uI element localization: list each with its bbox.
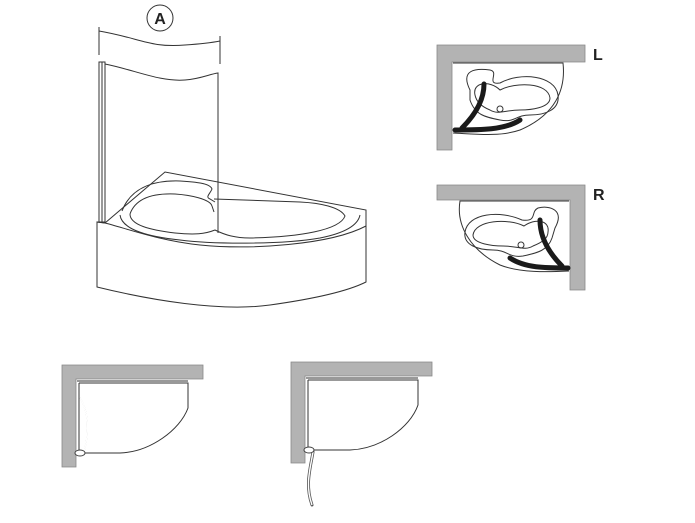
layout-left-variant: L [436, 44, 603, 151]
wall-corner [290, 361, 433, 464]
screen-closed-position [61, 364, 204, 468]
screen-panel [98, 61, 219, 233]
dimension-a: A [98, 4, 221, 64]
dimension-line [98, 30, 221, 47]
tub-outline [306, 377, 419, 451]
variant-label-right: R [593, 187, 605, 204]
dimension-a-label: A [154, 11, 166, 28]
screen-open-position [290, 361, 433, 507]
wall-corner [436, 184, 586, 291]
layout-right-variant: R [436, 184, 605, 291]
tub-outline [458, 200, 570, 273]
wall-corner [61, 364, 204, 468]
tub-outline [452, 62, 564, 135]
dimension-a-circle [146, 4, 174, 32]
tub-outline [77, 380, 189, 454]
wall-corner [436, 44, 586, 151]
bath-with-screen-illustration: A [96, 4, 367, 308]
variant-label-left: L [593, 47, 603, 64]
bathtub [96, 171, 367, 308]
